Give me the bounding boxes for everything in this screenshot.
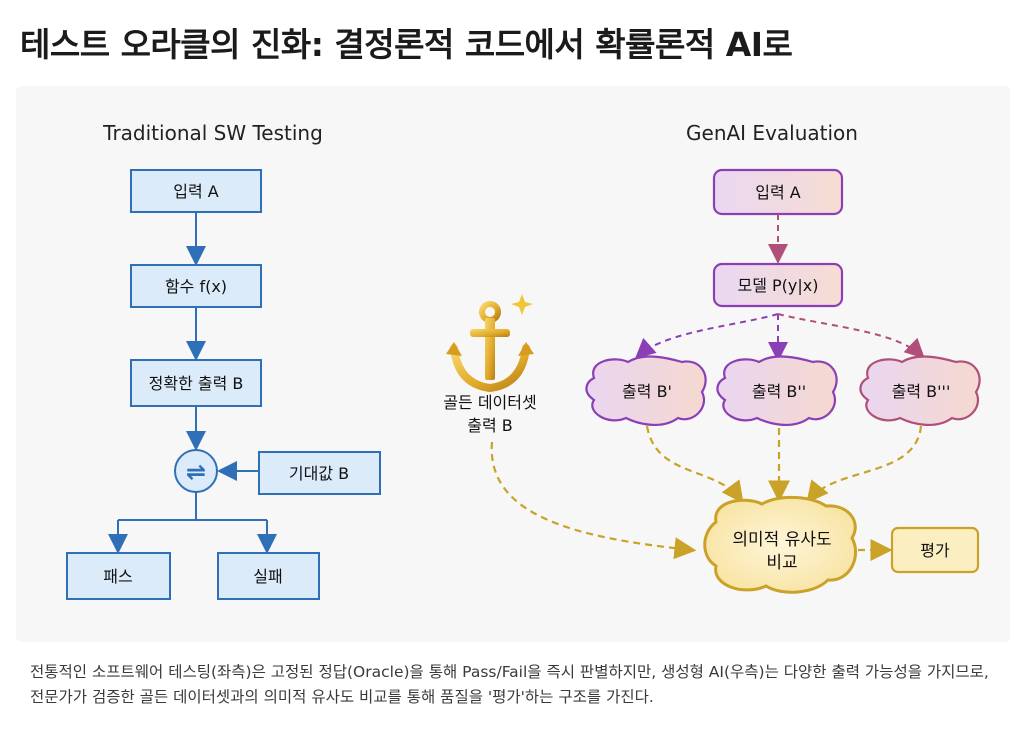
pass-label: 패스 [103, 567, 132, 586]
function-box: 함수 f(x) [130, 264, 262, 308]
fail-label: 실패 [253, 567, 282, 586]
output-3-label: 출력 B''' [892, 382, 951, 401]
branch-connector [118, 492, 267, 521]
compare-icon: ⇌ [174, 449, 218, 493]
svg-text:⇌: ⇌ [186, 458, 206, 486]
expected-value-box: 기대값 B [258, 451, 381, 495]
output-cloud-3: 출력 B''' [859, 355, 981, 426]
golden-dataset-line1: 골든 데이터셋 [443, 393, 536, 412]
semantic-compare-cloud: 의미적 유사도 비교 [703, 495, 858, 594]
pass-box: 패스 [66, 552, 171, 600]
arrow-golden-to-compare [490, 441, 697, 560]
right-input-box: 입력 A [712, 168, 844, 216]
evaluate-box: 평가 [890, 526, 980, 574]
diagram-canvas: Traditional SW Testing 입력 A 함수 f(x) 정확한 … [66, 121, 981, 600]
model-box: 모델 P(y|x) [712, 262, 844, 308]
diagram-panel: Traditional SW Testing 입력 A 함수 f(x) 정확한 … [16, 86, 1010, 642]
arrow-model-to-output3 [777, 313, 925, 359]
output-cloud-2: 출력 B'' [716, 355, 838, 426]
arrow-output1-to-compare [645, 425, 744, 504]
function-label: 함수 f(x) [165, 277, 227, 296]
anchor-icon [446, 294, 534, 393]
right-heading: GenAI Evaluation [686, 121, 858, 145]
left-heading: Traditional SW Testing [102, 121, 323, 145]
output-1-label: 출력 B' [622, 382, 672, 401]
expected-value-label: 기대값 B [289, 464, 349, 483]
output-cloud-1: 출력 B' [585, 355, 707, 426]
model-label: 모델 P(y|x) [738, 276, 819, 295]
evaluate-label: 평가 [920, 541, 950, 560]
arrow-model-to-output1 [635, 313, 779, 359]
left-input-label: 입력 A [173, 182, 219, 201]
caption: 전통적인 소프트웨어 테스팅(좌측)은 고정된 정답(Oracle)을 통해 P… [30, 663, 989, 706]
left-input-box: 입력 A [130, 169, 262, 213]
fail-box: 실패 [217, 552, 320, 600]
page-title: 테스트 오라클의 진화: 결정론적 코드에서 확률론적 AI로 [20, 25, 793, 64]
exact-output-box: 정확한 출력 B [130, 359, 262, 407]
right-input-label: 입력 A [755, 183, 801, 202]
exact-output-label: 정확한 출력 B [149, 374, 244, 393]
semantic-compare-line2: 비교 [766, 553, 797, 573]
golden-dataset-line2: 출력 B [467, 416, 513, 435]
output-2-label: 출력 B'' [752, 382, 806, 401]
semantic-compare-line1: 의미적 유사도 [732, 530, 831, 550]
arrow-output3-to-compare [806, 425, 923, 504]
